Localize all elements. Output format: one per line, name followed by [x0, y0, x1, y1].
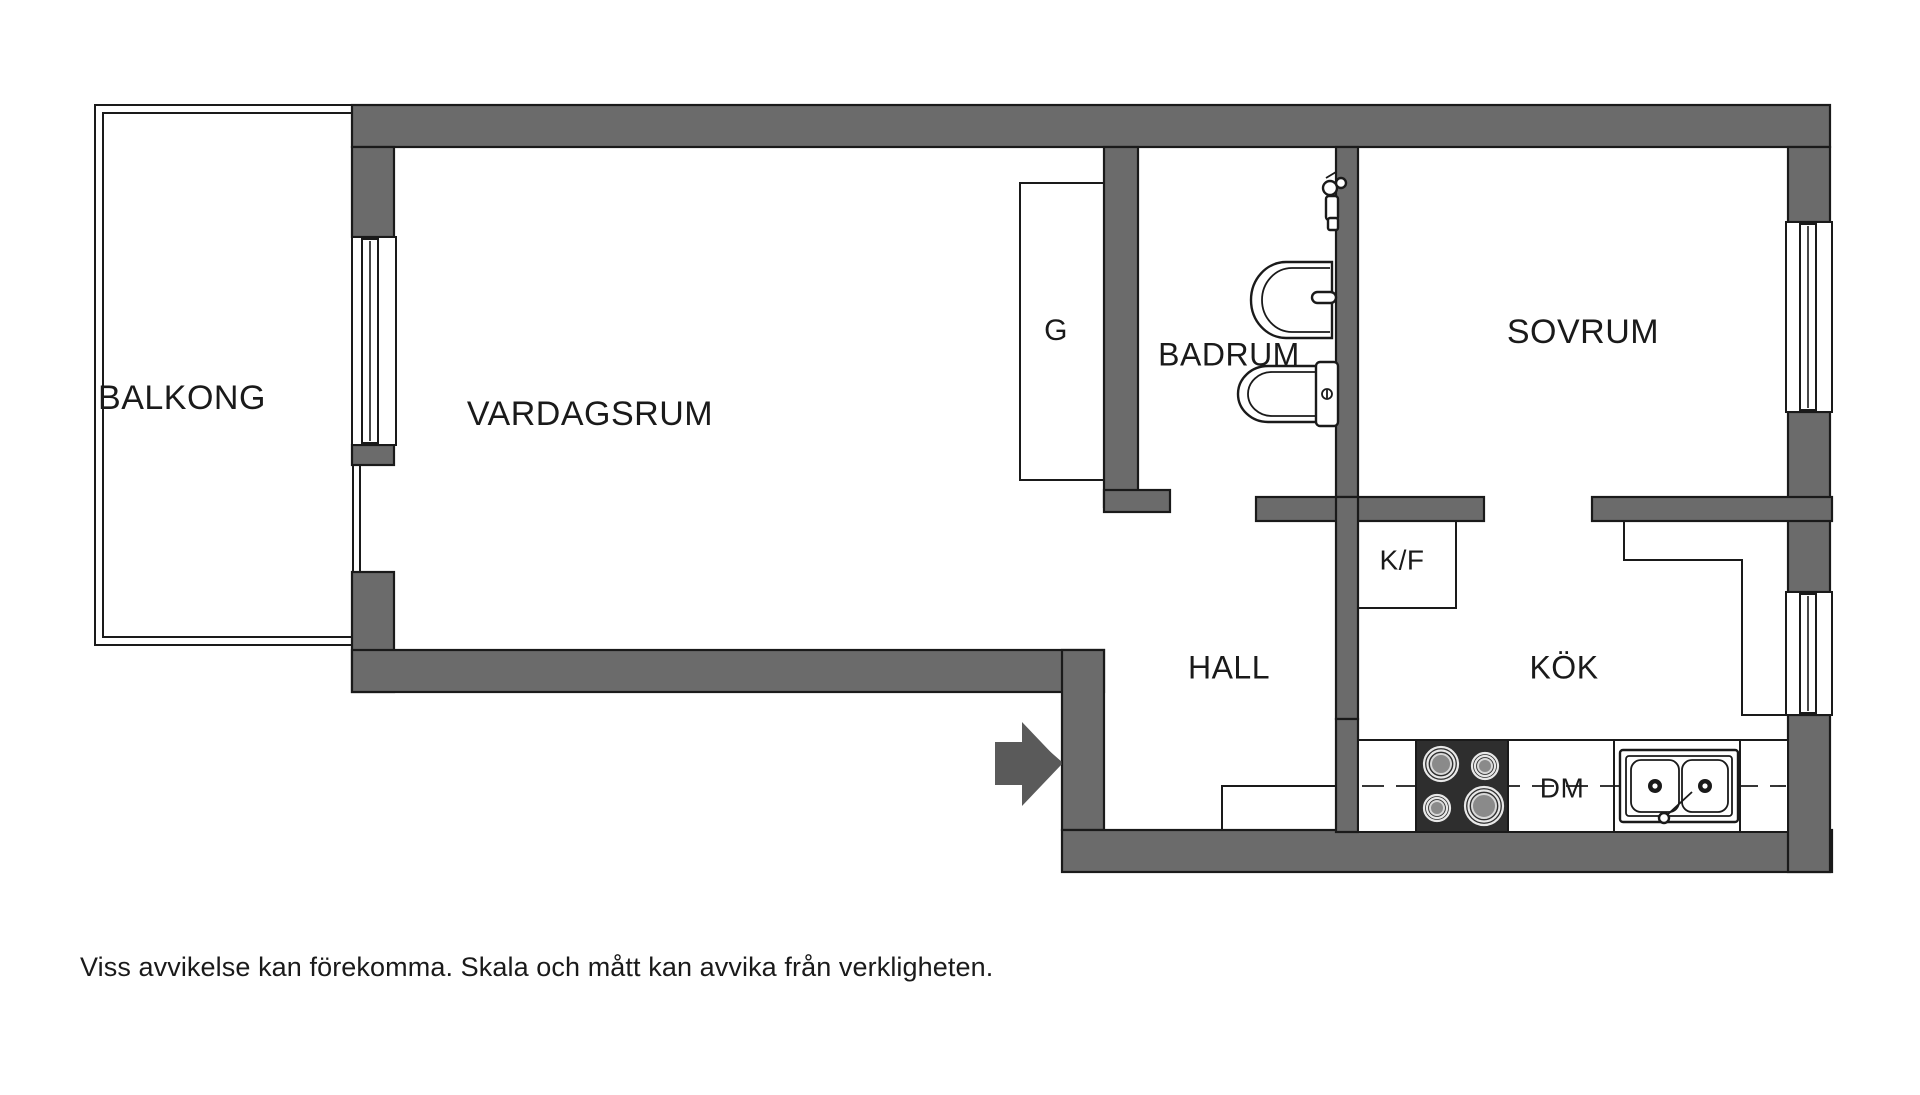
room-label-hall: HALL: [1188, 649, 1270, 685]
stove-hob-icon: [1415, 739, 1509, 833]
fridge-freezer-kf: [1358, 520, 1457, 609]
room-label-diskmaskin: DM: [1540, 772, 1585, 803]
balcony-door-window: [351, 236, 397, 446]
bedroom-window: [1785, 221, 1833, 413]
wardrobe-g: [1019, 182, 1104, 481]
kitchen-window: [1785, 591, 1833, 716]
balcony-area: [94, 104, 361, 646]
room-label-balkong: BALKONG: [98, 379, 266, 417]
entrance-arrow-shape: [995, 722, 1062, 806]
bedroom-corner-cabinet: [1592, 520, 1788, 716]
room-label-badrum: BADRUM: [1158, 336, 1300, 372]
room-label-garderob: G: [1044, 314, 1068, 347]
room-label-kok: KÖK: [1529, 649, 1598, 685]
washbasin-icon: [1249, 260, 1338, 340]
room-label-kyl-frys: K/F: [1379, 544, 1424, 575]
toilet-icon: [1236, 360, 1340, 428]
kitchen-sink-icon: [1618, 748, 1740, 825]
building-walls: [350, 103, 1834, 874]
hall-cabinet: [1221, 785, 1337, 831]
room-label-vardagsrum: VARDAGSRUM: [467, 395, 713, 433]
disclaimer-note: Viss avvikelse kan förekomma. Skala och …: [80, 952, 994, 982]
faucet-icon: [1321, 171, 1348, 232]
room-label-sovrum: SOVRUM: [1507, 313, 1659, 351]
